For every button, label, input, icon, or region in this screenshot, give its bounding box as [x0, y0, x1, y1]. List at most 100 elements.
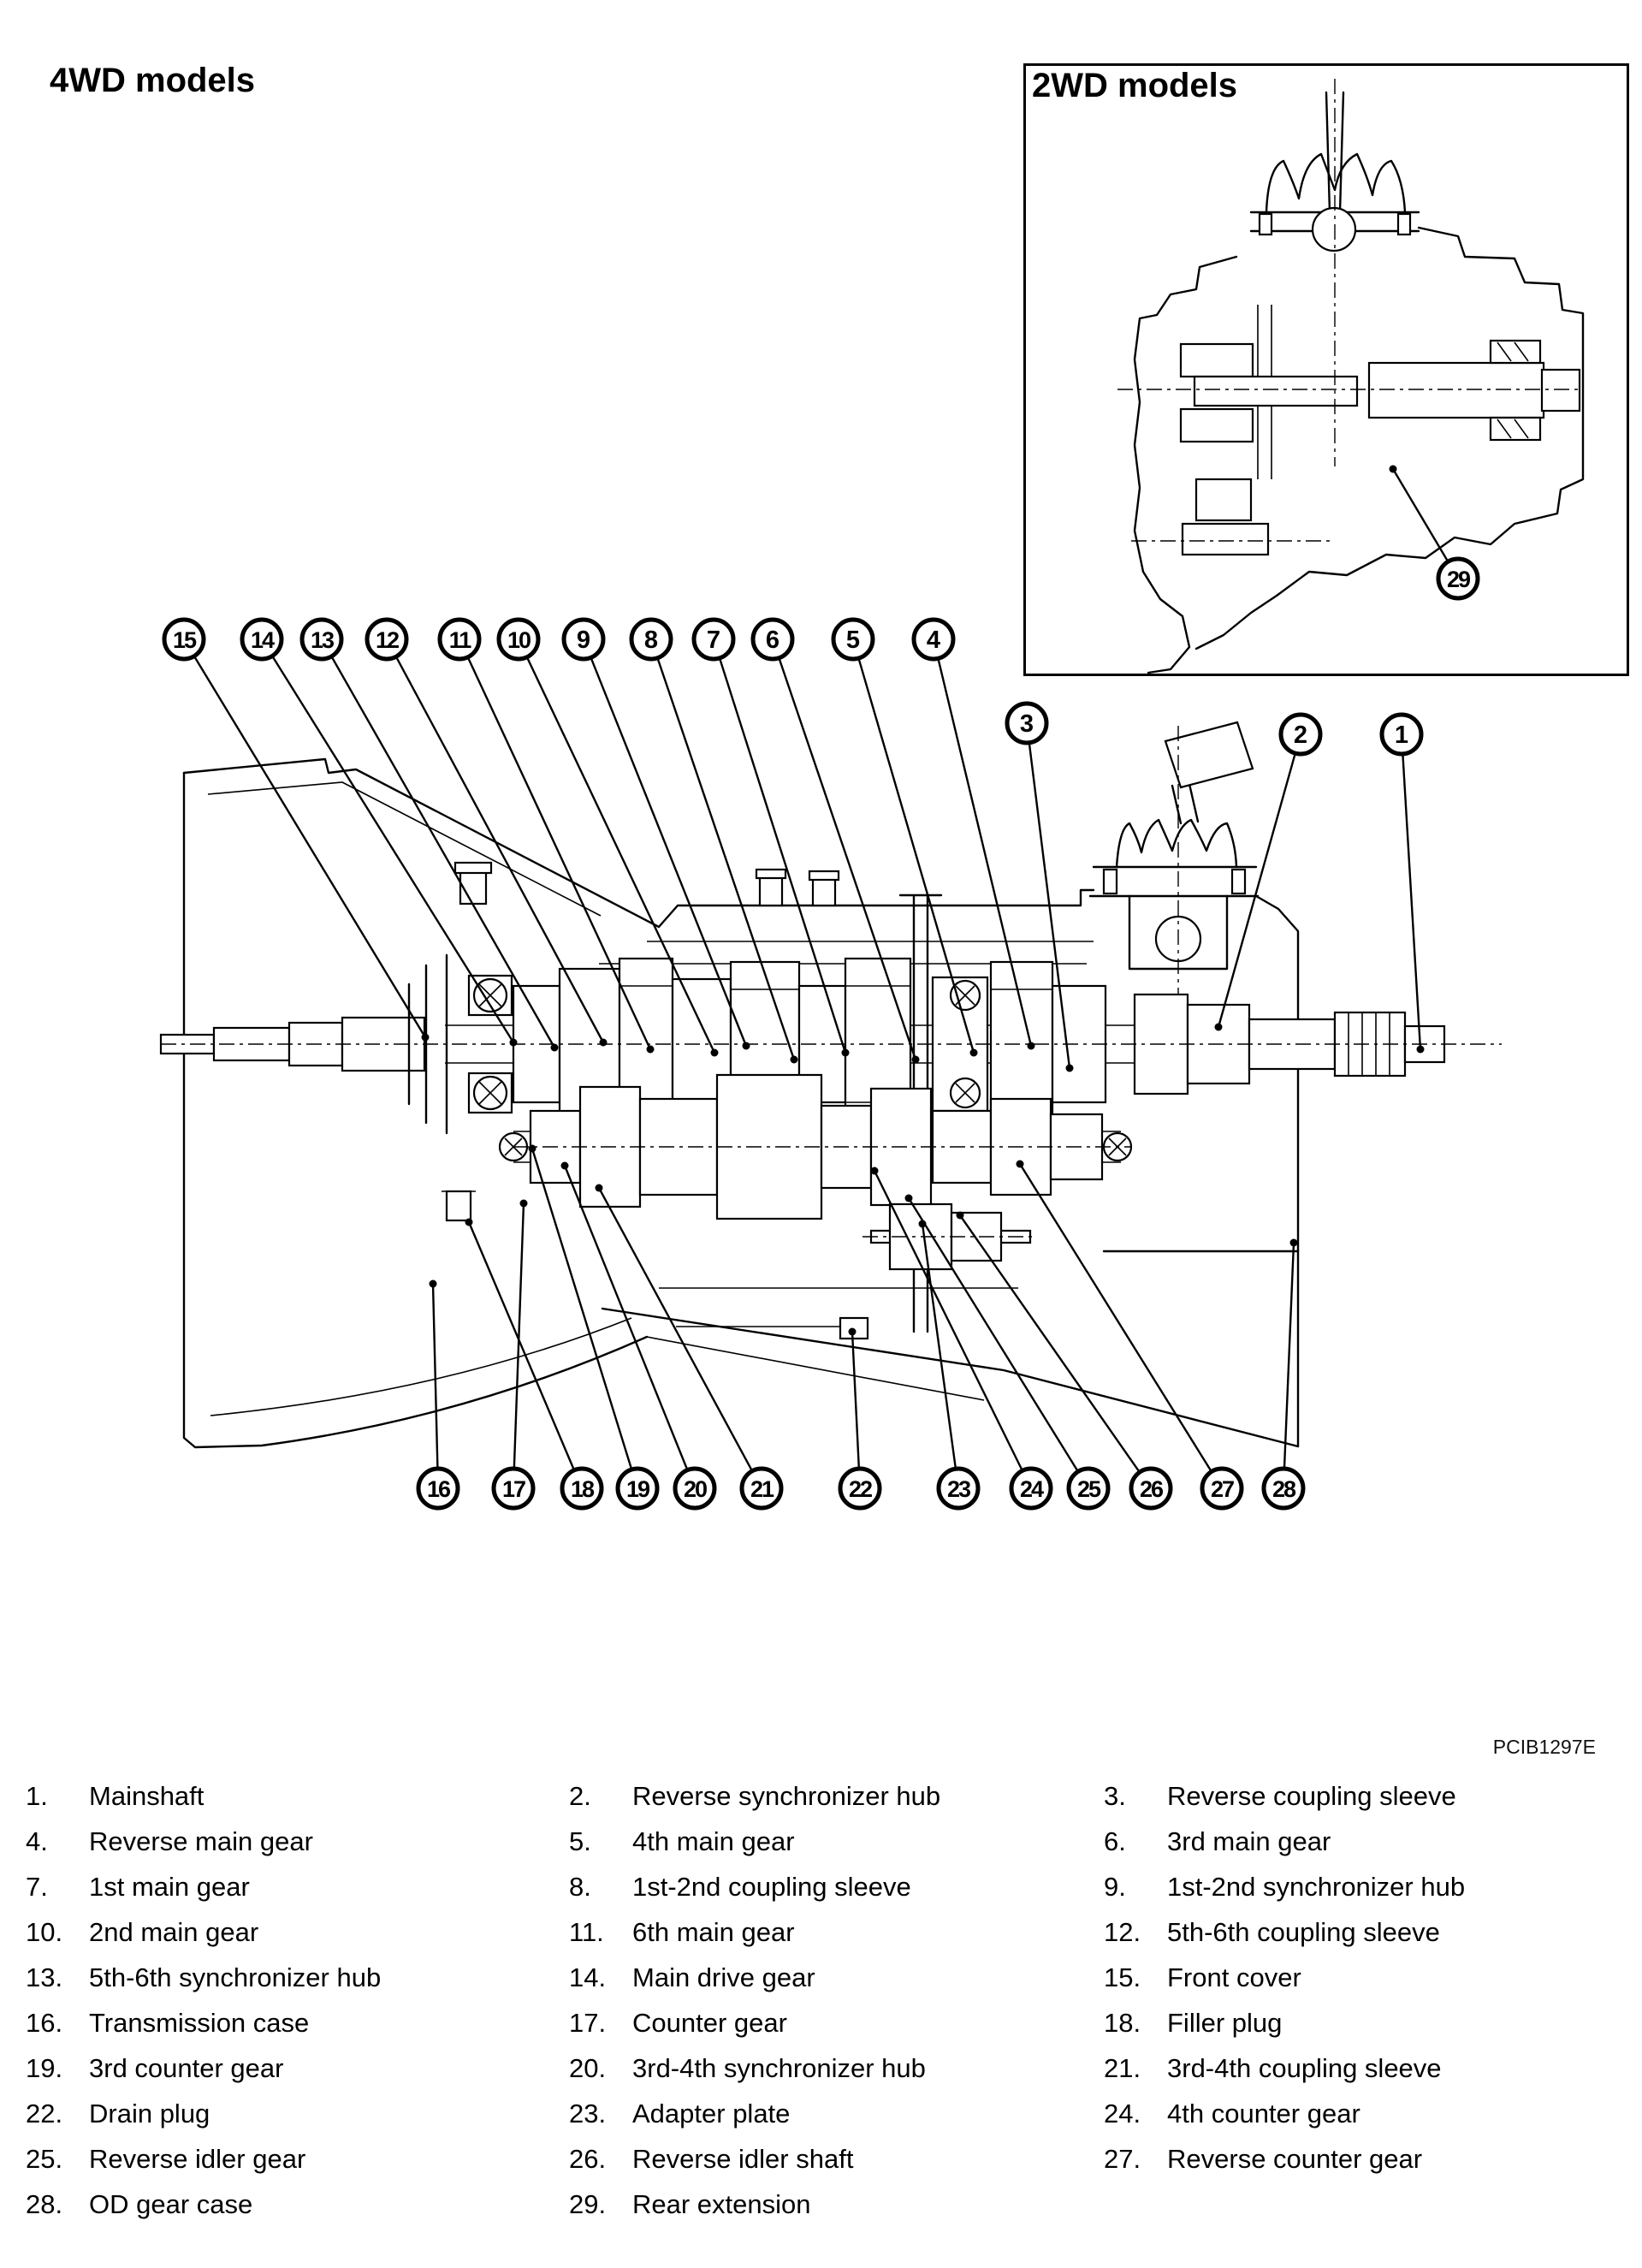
- shift-lever-assembly: [1088, 721, 1260, 994]
- callout-number-7: 7: [707, 626, 720, 654]
- legend-item-label: Adapter plate: [632, 2099, 791, 2128]
- callout-leader-1: [1400, 733, 1422, 1050]
- legend-item-label: Mainshaft: [89, 1781, 205, 1811]
- callout-number-25: 25: [1077, 1476, 1101, 1502]
- callout-leader-28: [1282, 1242, 1295, 1489]
- callout-circle-1: [1379, 712, 1424, 757]
- callout-number-16: 16: [427, 1476, 451, 1502]
- callout-target-dot-5: [969, 1048, 978, 1057]
- legend-item-number: 6.: [1104, 1826, 1126, 1856]
- centerlines: [161, 1043, 1502, 1238]
- legend-item: 28.OD gear case: [26, 2182, 569, 2227]
- callout-circle-4: [911, 617, 956, 662]
- callout-circle-14: [240, 617, 284, 662]
- callout-leader-18: [467, 1221, 584, 1489]
- callout-target-dot-21: [595, 1184, 603, 1192]
- callout-number-4: 4: [927, 626, 940, 654]
- callout-leader-7: [712, 638, 847, 1054]
- callout-circle-17: [491, 1466, 536, 1511]
- callout-target-dot-24: [870, 1167, 879, 1175]
- legend-item-number: 12.: [1104, 1917, 1141, 1947]
- callout-target-dot-15: [421, 1033, 430, 1042]
- callout-leader-13: [320, 638, 556, 1048]
- legend-item: 7. 1st main gear: [26, 1864, 569, 1909]
- legend-item-label: 3rd-4th coupling sleeve: [1167, 2053, 1442, 2083]
- inset-title-2wd: 2WD models: [1032, 67, 1238, 104]
- legend-item-label: Reverse idler gear: [89, 2144, 306, 2174]
- legend-item-number: 20.: [569, 2053, 607, 2083]
- legend-item-label: Reverse synchronizer hub: [632, 1781, 941, 1811]
- callout-leader-26: [959, 1214, 1152, 1489]
- callout-circle-16: [416, 1466, 460, 1511]
- legend-item-number: 7.: [26, 1872, 48, 1902]
- legend-item-number: 22.: [26, 2099, 63, 2128]
- callout-number-18: 18: [571, 1476, 595, 1502]
- callout-target-dot-7: [841, 1048, 850, 1057]
- callout-number-23: 23: [947, 1476, 971, 1502]
- legend-item-label: 3rd counter gear: [89, 2053, 284, 2083]
- callout-number-29: 29: [1447, 567, 1471, 592]
- legend-item: 24.4th counter gear: [1104, 2091, 1617, 2136]
- callout-circle-21: [739, 1466, 784, 1511]
- legend-item-number: 5.: [569, 1826, 591, 1856]
- legend-item: 12.5th-6th coupling sleeve: [1104, 1909, 1617, 1955]
- inset-box-2wd-models: [1023, 63, 1629, 676]
- legend-item: 27. Reverse counter gear: [1104, 2136, 1617, 2182]
- legend-item-label: Transmission case: [89, 2008, 310, 2038]
- legend-item-label: Filler plug: [1167, 2008, 1283, 2038]
- callout-circle-28: [1261, 1466, 1306, 1511]
- legend-item-number: 26.: [569, 2144, 607, 2174]
- legend-item: 15. Front cover: [1104, 1955, 1617, 2000]
- callout-target-dot-18: [465, 1218, 473, 1226]
- callout-circle-15: [162, 617, 206, 662]
- legend-item-label: Reverse counter gear: [1167, 2144, 1423, 2174]
- legend-item-label: 1st main gear: [89, 1872, 250, 1902]
- callout-number-11: 11: [449, 627, 472, 653]
- callout-leader-16: [431, 1283, 440, 1489]
- legend-item-label: Counter gear: [632, 2008, 787, 2038]
- legend-item-number: 11.: [569, 1917, 604, 1947]
- callout-leader-24: [873, 1170, 1033, 1489]
- legend-item-label: 3rd main gear: [1167, 1826, 1331, 1856]
- callout-target-dot-13: [550, 1043, 559, 1052]
- legend-item-number: 19.: [26, 2053, 63, 2083]
- legend-item-label: OD gear case: [89, 2189, 253, 2219]
- callout-number-28: 28: [1272, 1476, 1296, 1502]
- callout-target-dot-8: [790, 1055, 798, 1064]
- callout-leader-10: [517, 638, 716, 1054]
- legend-item-number: 8.: [569, 1872, 591, 1902]
- callout-leader-12: [385, 638, 605, 1043]
- callout-target-dot-9: [742, 1042, 750, 1050]
- legend-item: 14.Main drive gear: [569, 1955, 1104, 2000]
- legend-item: 29.Rear extension: [569, 2182, 1104, 2227]
- legend-item-number: 15.: [1104, 1962, 1141, 1992]
- legend-item: 21.3rd-4th coupling sleeve: [1104, 2045, 1617, 2091]
- callout-number-5: 5: [846, 626, 860, 654]
- legend-item: 11. 6th main gear: [569, 1909, 1104, 1955]
- callout-circle-24: [1009, 1466, 1053, 1511]
- callout-target-dot-19: [528, 1144, 536, 1153]
- callout-number-26: 26: [1140, 1476, 1164, 1502]
- legend-item-number: 29.: [569, 2189, 607, 2219]
- legend-item: 26. Reverse idler shaft: [569, 2136, 1104, 2182]
- legend-item: 3.Reverse coupling sleeve: [1104, 1773, 1617, 1819]
- legend-item-label: Main drive gear: [632, 1962, 815, 1992]
- legend-item-label: Reverse idler shaft: [632, 2144, 854, 2174]
- legend-item-label: 6th main gear: [632, 1917, 795, 1947]
- legend-item: 1.Mainshaft: [26, 1773, 569, 1819]
- callout-circle-23: [936, 1466, 981, 1511]
- legend-item-number: 27.: [1104, 2144, 1141, 2174]
- callout-target-dot-2: [1214, 1023, 1223, 1031]
- callout-leader-14: [260, 638, 515, 1043]
- callout-leader-21: [597, 1187, 763, 1489]
- legend-item: 22.Drain plug: [26, 2091, 569, 2136]
- callout-number-15: 15: [173, 627, 197, 653]
- legend-item-label: Front cover: [1167, 1962, 1301, 1992]
- legend-item: 2.Reverse synchronizer hub: [569, 1773, 1104, 1819]
- callout-target-dot-4: [1027, 1042, 1035, 1050]
- legend-item: 8.1st-2nd coupling sleeve: [569, 1864, 1104, 1909]
- callout-target-dot-16: [429, 1279, 437, 1288]
- legend-item-number: 16.: [26, 2008, 63, 2038]
- callout-leader-19: [531, 1148, 639, 1489]
